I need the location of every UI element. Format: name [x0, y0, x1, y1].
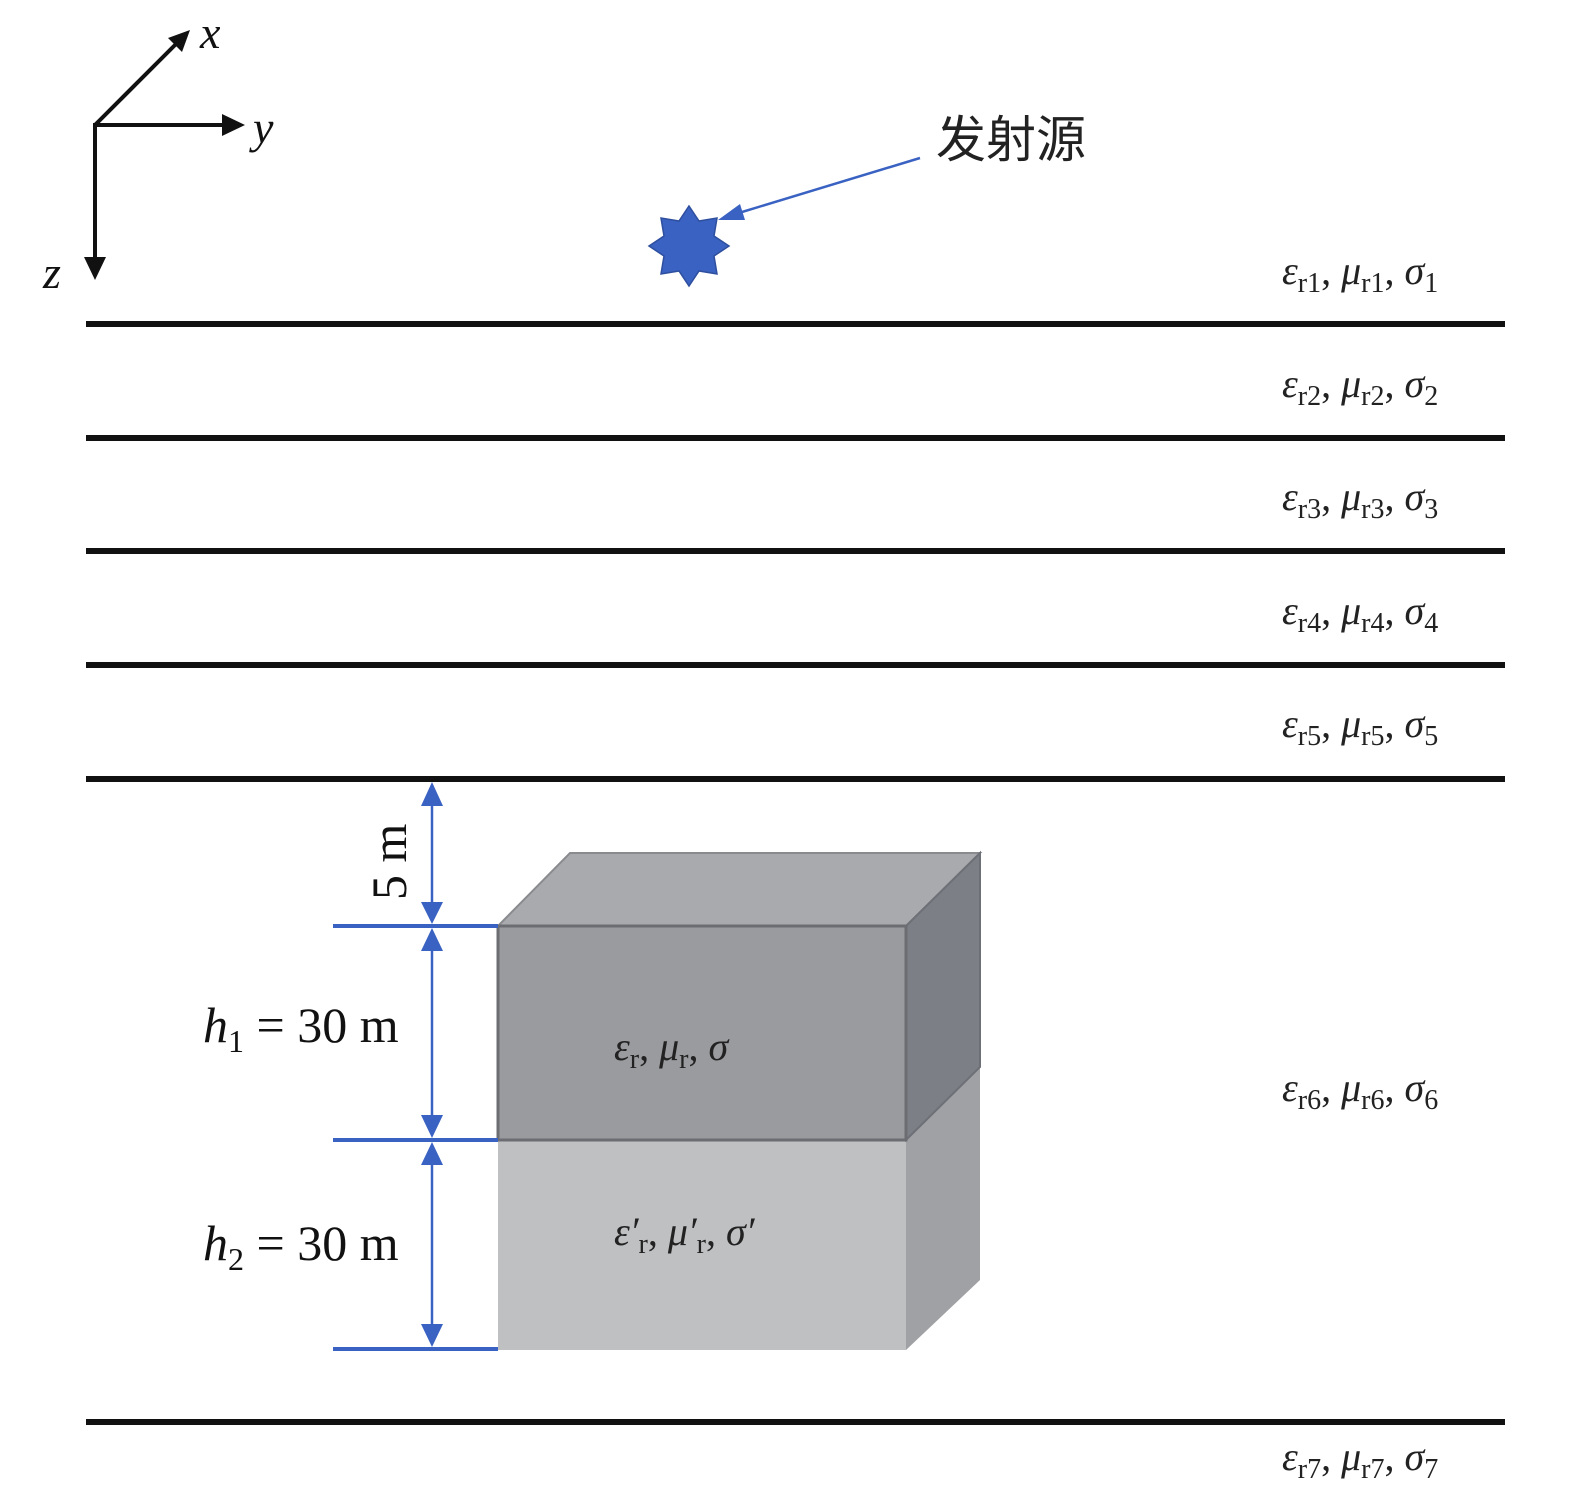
dim-depth-arrow-down [421, 902, 443, 924]
z-axis-label: z [42, 247, 61, 298]
coordinate-axes: x y z [42, 7, 274, 298]
block-bottom-label: ε′r, μ′r, σ′ [614, 1209, 756, 1260]
depth-label: 5 m [361, 824, 417, 901]
x-axis-arrowhead [168, 30, 190, 52]
z-axis-arrowhead [84, 257, 106, 280]
anomaly-block: εr, μr, σ ε′r, μ′r, σ′ [495, 850, 983, 1350]
block-top-front [496, 924, 908, 1142]
layer-boundaries [86, 321, 1505, 1425]
block-bottom-side [906, 1067, 980, 1350]
layer-labels: εr1, μr1, σ1 εr2, μr2, σ2 εr3, μr3, σ3 ε… [1282, 248, 1438, 1485]
h1-label: h1 = 30 m [203, 997, 399, 1059]
dim-depth-arrow-up [421, 782, 443, 806]
dim-h2-arrow-down [421, 1324, 443, 1347]
dimension-lines: 5 m h1 = 30 m h2 = 30 m [203, 782, 498, 1351]
layer-label-7: εr7, μr7, σ7 [1282, 1434, 1438, 1485]
source-label: 发射源 [936, 111, 1086, 169]
block-top-label: εr, μr, σ [614, 1024, 730, 1075]
h2-label: h2 = 30 m [203, 1215, 399, 1277]
x-axis-label: x [199, 7, 221, 58]
layer-label-1: εr1, μr1, σ1 [1282, 248, 1438, 299]
layer-label-6: εr6, μr6, σ6 [1282, 1065, 1438, 1116]
x-axis-line [93, 42, 178, 127]
star-icon [647, 204, 731, 288]
layer-label-3: εr3, μr3, σ3 [1282, 474, 1438, 525]
dim-h2-arrow-up [421, 1142, 443, 1165]
layer-label-4: εr4, μr4, σ4 [1282, 588, 1438, 639]
source-pointer-arrowhead [718, 204, 745, 220]
layer-label-2: εr2, μr2, σ2 [1282, 361, 1438, 412]
block-bottom-front [498, 1140, 906, 1350]
dim-h1-arrow-down [421, 1115, 443, 1138]
y-axis-arrowhead [222, 114, 245, 136]
source-group: 发射源 [647, 111, 1086, 288]
source-pointer-line [741, 156, 921, 214]
block-top-face [495, 852, 983, 927]
dim-h1-arrow-up [421, 928, 443, 951]
layer-label-5: εr5, μr5, σ5 [1282, 701, 1438, 752]
y-axis-label: y [249, 102, 274, 153]
